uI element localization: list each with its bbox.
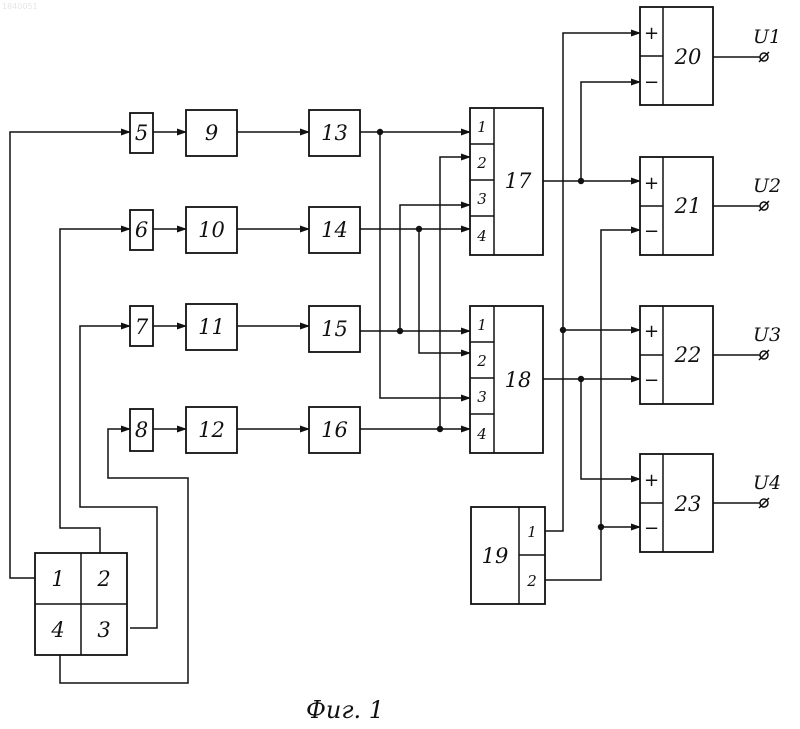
block-18-input-4: 4	[476, 425, 487, 443]
source-quadrant-2: 2	[96, 567, 110, 591]
output-terminals: U1 U2 U3 U4	[753, 26, 781, 508]
block-20: + − 20	[640, 7, 713, 105]
block-5-label: 5	[135, 121, 148, 145]
block-20-plus: +	[644, 23, 659, 44]
block-7-label: 7	[135, 315, 149, 339]
output-label-u2: U2	[753, 175, 781, 197]
source-quadrant-3: 3	[97, 618, 110, 642]
block-23-minus: −	[644, 518, 659, 539]
block-17-input-2: 2	[476, 154, 487, 172]
block-16-label: 16	[321, 418, 348, 442]
block-18-input-2: 2	[476, 352, 487, 370]
block-12-label: 12	[198, 418, 225, 442]
output-label-u4: U4	[753, 472, 781, 494]
block-15-label: 15	[321, 317, 348, 341]
block-17: 1 2 3 4 17	[470, 108, 543, 255]
block-20-minus: −	[644, 72, 659, 93]
block-23-label: 23	[674, 492, 702, 516]
figure-caption: Фиг. 1	[306, 696, 384, 724]
block-13-label: 13	[321, 121, 348, 145]
block-21-label: 21	[674, 194, 702, 218]
watermark-text: 1840051	[2, 2, 38, 11]
block-22-label: 22	[674, 343, 702, 367]
block-9-label: 9	[205, 121, 218, 145]
block-6-label: 6	[135, 218, 148, 242]
block-11-label: 11	[198, 315, 225, 339]
block-13: 13	[309, 110, 360, 156]
output-label-u1: U1	[753, 26, 781, 48]
block-21-minus: −	[644, 221, 659, 242]
block-22-plus: +	[644, 321, 659, 342]
block-15: 15	[309, 306, 360, 352]
source-quadrant-1: 1	[51, 567, 64, 591]
block-14: 14	[309, 207, 360, 253]
block-23-plus: +	[644, 470, 659, 491]
source-block: 1 2 4 3	[35, 553, 127, 655]
block-10: 10	[186, 207, 237, 253]
block-18-label: 18	[505, 368, 532, 392]
block-19-output-1: 1	[527, 523, 537, 541]
block-8-label: 8	[135, 418, 148, 442]
block-10-label: 10	[198, 218, 225, 242]
block-6: 6	[130, 210, 153, 250]
block-22: + − 22	[640, 306, 713, 404]
block-9: 9	[186, 110, 237, 156]
block-17-input-3: 3	[477, 190, 487, 208]
block-19: 19 1 2	[471, 507, 545, 604]
block-11: 11	[186, 304, 237, 350]
block-14-label: 14	[321, 218, 348, 242]
block-17-label: 17	[505, 169, 532, 193]
block-17-input-4: 4	[476, 227, 487, 245]
block-23: + − 23	[640, 454, 713, 552]
block-18: 1 2 3 4 18	[470, 306, 543, 453]
block-12: 12	[186, 407, 237, 453]
output-label-u3: U3	[753, 324, 781, 346]
block-17-input-1: 1	[477, 118, 487, 136]
block-7: 7	[130, 306, 153, 346]
block-20-label: 20	[674, 45, 702, 69]
source-quadrant-4: 4	[50, 618, 64, 642]
block-18-input-3: 3	[477, 388, 487, 406]
block-5: 5	[130, 113, 153, 153]
block-19-output-2: 2	[526, 572, 537, 590]
block-16: 16	[309, 407, 360, 453]
block-8: 8	[130, 409, 153, 451]
block-18-input-1: 1	[477, 316, 487, 334]
block-21-plus: +	[644, 173, 659, 194]
block-21: + − 21	[640, 157, 713, 255]
block-22-minus: −	[644, 370, 659, 391]
block-19-label: 19	[482, 544, 509, 568]
